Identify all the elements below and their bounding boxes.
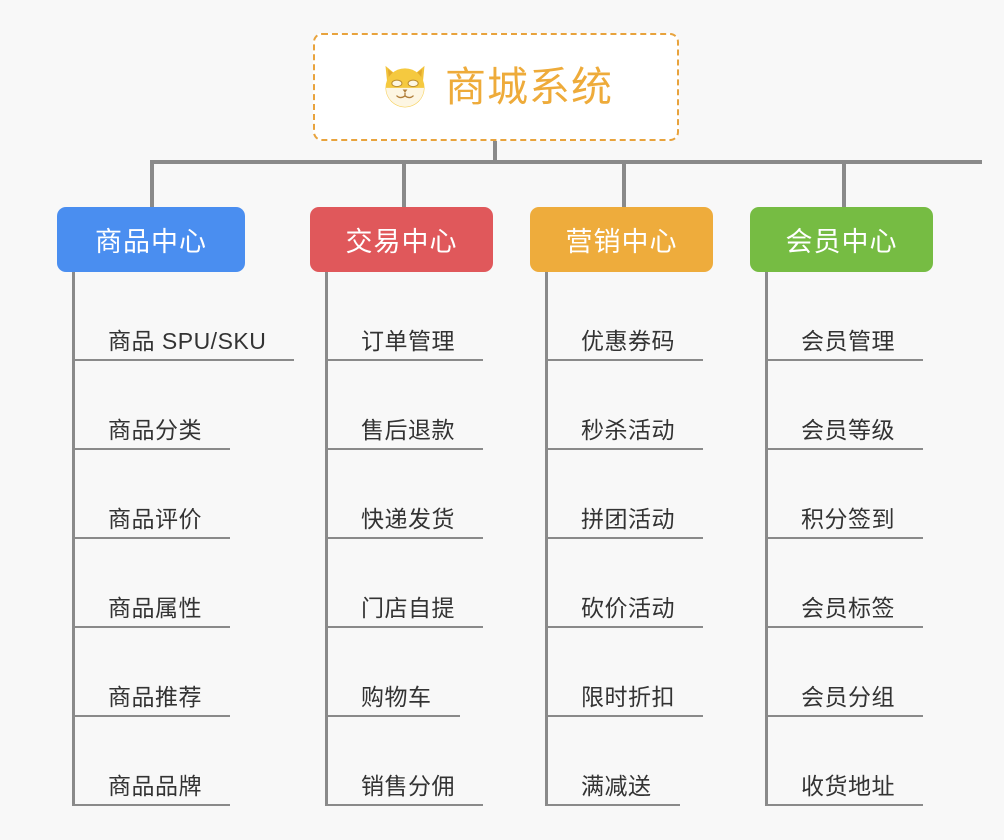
leaf-item[interactable]: 商品推荐: [75, 628, 245, 717]
connector-horizontal-bar: [150, 160, 982, 164]
leaf-item[interactable]: 会员分组: [768, 628, 933, 717]
leaf-label: 拼团活动: [548, 507, 703, 539]
leaf-item[interactable]: 订单管理: [328, 272, 493, 361]
branch-column-1: 商品中心 商品 SPU/SKU 商品分类 商品评价 商品属性 商品推荐 商品品牌: [57, 207, 295, 806]
leaf-item[interactable]: 购物车: [328, 628, 493, 717]
leaf-label: 优惠券码: [548, 329, 703, 361]
leaf-label: 销售分佣: [328, 774, 483, 806]
leaf-item[interactable]: 收货地址: [768, 717, 933, 806]
leaf-item[interactable]: 销售分佣: [328, 717, 493, 806]
leaf-item[interactable]: 秒杀活动: [548, 361, 713, 450]
connector-drop-2: [402, 160, 406, 207]
leaf-label: 会员分组: [768, 685, 923, 717]
root-title: 商城系统: [445, 63, 613, 110]
leaf-item[interactable]: 商品 SPU/SKU: [75, 272, 295, 361]
leaf-label: 积分签到: [768, 507, 923, 539]
leaf-label: 秒杀活动: [548, 418, 703, 450]
leaf-label: 商品属性: [75, 596, 230, 628]
leaf-label: 门店自提: [328, 596, 483, 628]
branch-header-label: 营销中心: [565, 227, 678, 257]
branch-items-4: 会员管理 会员等级 积分签到 会员标签 会员分组 收货地址: [765, 272, 933, 806]
leaf-label: 满减送: [548, 774, 680, 806]
connector-drop-1: [150, 160, 154, 207]
leaf-label: 订单管理: [328, 329, 483, 361]
branch-header-label: 商品中心: [95, 227, 207, 257]
branch-header-4[interactable]: 会员中心: [750, 207, 933, 272]
leaf-item[interactable]: 会员标签: [768, 539, 933, 628]
branch-header-2[interactable]: 交易中心: [310, 207, 493, 272]
leaf-label: 商品 SPU/SKU: [75, 329, 295, 361]
leaf-item[interactable]: 优惠券码: [548, 272, 713, 361]
leaf-item[interactable]: 快递发货: [328, 450, 493, 539]
leaf-label: 商品品牌: [75, 774, 230, 806]
shiba-dog-face-icon: [379, 61, 431, 113]
leaf-label: 商品推荐: [75, 685, 230, 717]
branch-header-label: 交易中心: [345, 227, 458, 257]
branch-items-3: 优惠券码 秒杀活动 拼团活动 砍价活动 限时折扣 满减送: [545, 272, 713, 806]
leaf-item[interactable]: 满减送: [548, 717, 713, 806]
leaf-label: 快递发货: [328, 507, 483, 539]
branch-column-4: 会员中心 会员管理 会员等级 积分签到 会员标签 会员分组 收货地址: [750, 207, 933, 806]
branch-column-3: 营销中心 优惠券码 秒杀活动 拼团活动 砍价活动 限时折扣 满减送: [530, 207, 713, 806]
leaf-item[interactable]: 商品属性: [75, 539, 245, 628]
connector-drop-3: [622, 160, 626, 207]
leaf-item[interactable]: 商品分类: [75, 361, 245, 450]
leaf-item[interactable]: 商品评价: [75, 450, 245, 539]
branch-column-2: 交易中心 订单管理 售后退款 快递发货 门店自提 购物车 销售分佣: [310, 207, 493, 806]
leaf-item[interactable]: 会员管理: [768, 272, 933, 361]
leaf-item[interactable]: 拼团活动: [548, 450, 713, 539]
leaf-item[interactable]: 砍价活动: [548, 539, 713, 628]
leaf-label: 会员标签: [768, 596, 923, 628]
leaf-label: 收货地址: [768, 774, 923, 806]
leaf-item[interactable]: 会员等级: [768, 361, 933, 450]
leaf-label: 商品评价: [75, 507, 230, 539]
leaf-label: 限时折扣: [548, 685, 703, 717]
leaf-item[interactable]: 积分签到: [768, 450, 933, 539]
branch-items-2: 订单管理 售后退款 快递发货 门店自提 购物车 销售分佣: [325, 272, 493, 806]
branch-header-1[interactable]: 商品中心: [57, 207, 245, 272]
leaf-item[interactable]: 商品品牌: [75, 717, 245, 806]
leaf-label: 商品分类: [75, 418, 230, 450]
branch-header-3[interactable]: 营销中心: [530, 207, 713, 272]
leaf-label: 砍价活动: [548, 596, 703, 628]
leaf-label: 购物车: [328, 685, 460, 717]
root-node-shop-system[interactable]: 商城系统: [313, 33, 679, 141]
leaf-label: 会员等级: [768, 418, 923, 450]
branch-items-1: 商品 SPU/SKU 商品分类 商品评价 商品属性 商品推荐 商品品牌: [72, 272, 295, 806]
branch-header-label: 会员中心: [785, 227, 898, 257]
leaf-label: 会员管理: [768, 329, 923, 361]
connector-stem: [493, 141, 497, 162]
leaf-item[interactable]: 门店自提: [328, 539, 493, 628]
leaf-item[interactable]: 售后退款: [328, 361, 493, 450]
leaf-item[interactable]: 限时折扣: [548, 628, 713, 717]
connector-drop-4: [842, 160, 846, 207]
leaf-label: 售后退款: [328, 418, 483, 450]
